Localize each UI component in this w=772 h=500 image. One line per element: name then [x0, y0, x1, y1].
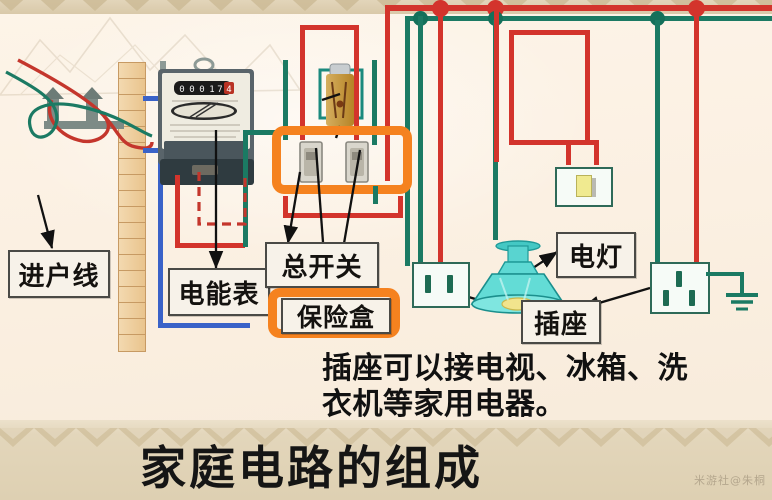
neutral-drop-a	[418, 16, 423, 266]
wall-switch[interactable]	[555, 167, 613, 207]
fuse-group-highlight	[272, 126, 412, 194]
label-electric-lamp: 电灯	[556, 232, 636, 278]
switch-top-link	[566, 140, 599, 145]
live-drop-socket-right	[694, 10, 699, 262]
switch-area-live-1	[300, 25, 305, 140]
svg-text:7: 7	[217, 85, 222, 95]
lamp-live-link	[509, 140, 569, 145]
blue-wire-vertical	[158, 86, 163, 328]
label-energy-meter-text: 电能表	[178, 279, 260, 310]
earth-lead-vertical	[740, 272, 744, 294]
fuse-loop-right	[398, 196, 403, 218]
meter-neutral-up	[243, 130, 248, 180]
fuse-loop-left	[283, 196, 288, 218]
label-socket: 插座	[521, 300, 601, 344]
blue-wire-stub	[143, 148, 163, 153]
caption-line-2: 衣机等家用电器。	[322, 387, 566, 422]
junction-dot-live-1	[432, 0, 449, 17]
label-service-line: 进户线	[8, 250, 110, 298]
svg-text:0: 0	[199, 85, 204, 95]
switch-branch-top	[509, 30, 589, 35]
switch-area-live-2	[354, 25, 359, 140]
svg-text:1: 1	[209, 85, 214, 95]
main-switch-device	[318, 63, 364, 139]
socket-right	[650, 262, 710, 314]
label-socket-text: 插座	[533, 309, 588, 340]
label-fuse-box: 保险盒	[281, 298, 391, 334]
lamp-live-feed	[509, 30, 514, 142]
meter-live-out	[175, 175, 180, 247]
neutral-bus-bar	[405, 16, 772, 21]
label-fuse-box-text: 保险盒	[296, 303, 375, 332]
page-title: 家庭电路的组成	[140, 441, 483, 495]
switch-area-neutral	[283, 60, 288, 140]
label-energy-meter: 电能表	[168, 268, 270, 316]
meter-dashed-wire	[197, 172, 247, 226]
fuse-neutral-out	[373, 186, 378, 204]
live-drop-socket-left	[438, 10, 443, 268]
live-bus-bar	[385, 5, 772, 11]
caption-line-1: 插座可以接电视、冰箱、洗	[322, 351, 688, 386]
bottom-decorative-border	[0, 420, 772, 500]
svg-text:0: 0	[179, 85, 184, 95]
live-drop-left	[385, 5, 390, 181]
switch-live-out	[594, 140, 599, 165]
socket-right-slot-earth	[676, 271, 682, 287]
socket-right-slot-2	[689, 290, 695, 306]
junction-dot-neutral-3	[650, 11, 665, 26]
label-electric-lamp-text: 电灯	[568, 242, 623, 273]
neutral-drop-socket-right	[655, 20, 660, 262]
watermark: 米游社@朱桐	[694, 474, 766, 487]
wall-switch-toggle[interactable]	[576, 175, 592, 197]
blue-wire-bottom	[158, 323, 250, 328]
blue-wire-into-wall	[143, 96, 161, 101]
svg-text:4: 4	[226, 85, 231, 95]
socket-left-slot-1	[425, 275, 431, 293]
label-main-switch-text: 总开关	[281, 252, 363, 283]
service-entry-wires	[5, 58, 154, 150]
label-main-switch: 总开关	[265, 242, 379, 288]
junction-dot-live-3	[688, 0, 705, 17]
switch-live-in	[566, 140, 571, 165]
socket-left	[412, 262, 470, 308]
meter-live-bottom	[175, 243, 245, 248]
switch-area-neutral-2	[372, 60, 377, 145]
fuse-loop-bottom	[283, 213, 403, 218]
label-service-line-text: 进户线	[18, 261, 100, 292]
svg-text:0: 0	[189, 85, 194, 95]
meter-neutral-link	[243, 130, 283, 135]
earth-lead-horizontal	[706, 272, 744, 276]
socket-left-slot-2	[447, 275, 453, 293]
live-drop-switch	[494, 10, 499, 162]
earth-ground-symbol	[726, 293, 758, 311]
switch-area-live-top	[300, 25, 359, 30]
switch-branch-drop	[585, 30, 590, 145]
socket-right-slot-1	[663, 290, 669, 306]
